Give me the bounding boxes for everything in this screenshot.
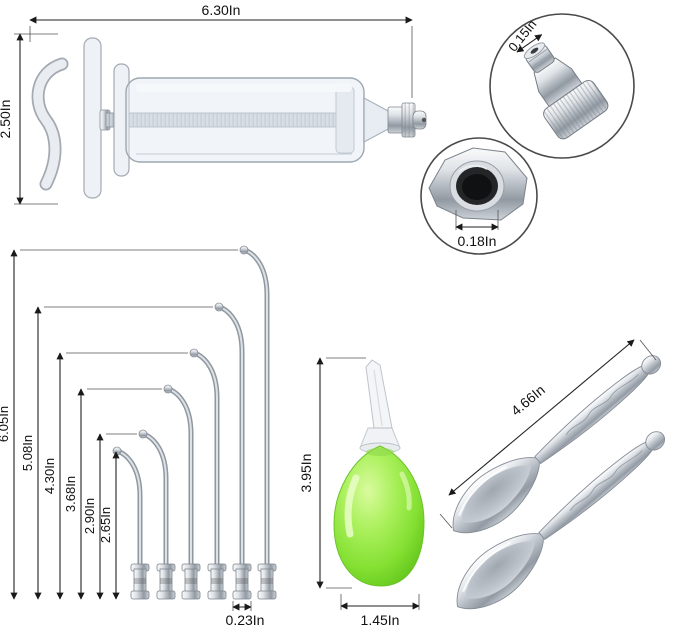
drench-needles [112,245,277,600]
syringe-illustration [31,37,427,199]
dim-label-needle-3: 3.68In [63,476,78,512]
dims-needle-lengths: 6.05In 5.08In 4.30In 3.68In 2.90In 2.65I… [0,249,238,600]
tip-detail-opening-inset: 0.18In [420,137,538,255]
dim-label-tip-opening: 0.18In [458,233,497,249]
needle-hub [257,563,277,600]
dim-bulb-height: 3.95In [298,357,366,589]
dim-label-needle-4: 4.30In [42,458,57,494]
tip-detail-thread-inset: 0.15In [489,13,635,159]
dim-label-needle-2: 2.90In [82,498,97,534]
needle-hub [156,563,176,600]
needle-3 [163,384,194,568]
bulb-syringe [333,359,425,587]
syringe-metal-tip [387,102,427,138]
syringe-thumb-plate [83,37,102,199]
dim-label-needle-6: 6.05In [0,406,11,442]
needle-4 [189,348,220,568]
dim-label-spoon-length: 4.66In [508,382,548,419]
dim-syringe-height: 2.50In [0,33,58,205]
syringe-nozzle-cone [363,96,391,144]
tip-opening-zoom [428,147,528,221]
needle-5 [214,302,245,568]
dim-label-bulb-height: 3.95In [298,454,314,493]
needle-1 [112,446,143,568]
dim-label-needle-1: 2.65In [98,507,113,543]
needle-6 [239,245,270,568]
needle-2 [138,429,169,568]
dim-needle-hub-width: 0.23In [226,601,265,628]
dim-label-hub-width: 0.23In [226,612,265,628]
needle-hub [207,563,227,600]
dim-label-bulb-width: 1.45In [361,612,400,628]
bulb-highlight [344,474,360,538]
needle-hub [181,563,201,600]
dim-label-needle-5: 5.08In [20,435,35,471]
dim-label-syringe-width: 6.30In [202,2,241,18]
needle-hub [232,563,252,600]
needle-hub [130,563,150,600]
needle-hubs [130,563,277,600]
dim-label-syringe-height: 2.50In [0,100,13,139]
dim-bulb-width: 1.45In [340,594,420,628]
bulb-tip [365,359,393,429]
